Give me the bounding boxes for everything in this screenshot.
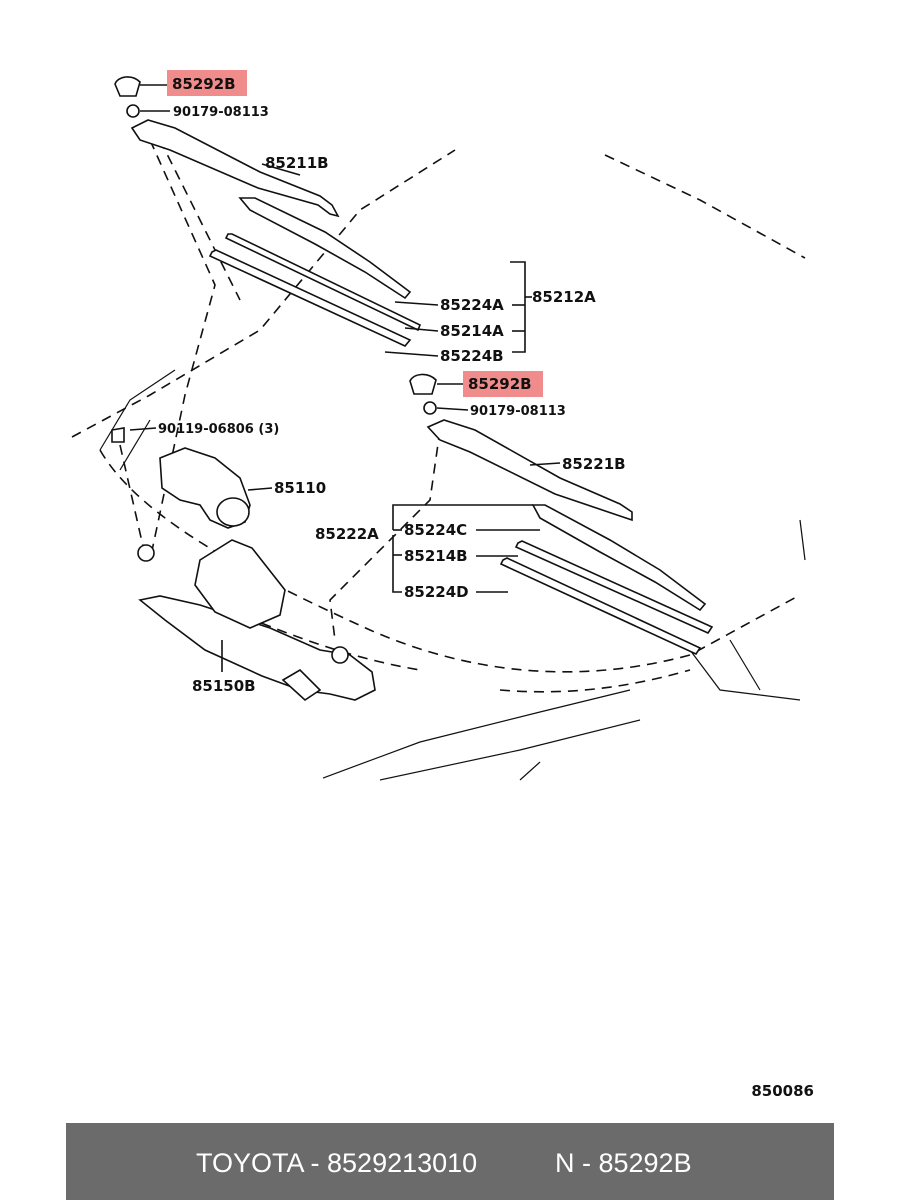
rubber-left-2	[208, 249, 412, 347]
label-cap-top: 85292B	[172, 75, 236, 93]
label-blade-left-asm: 85212A	[532, 288, 596, 306]
linkage-foot	[281, 668, 322, 702]
label-bolt: 90119-06806 (3)	[158, 422, 279, 437]
label-motor: 85110	[274, 479, 326, 497]
rubber-right-2	[499, 557, 702, 656]
footer-n-part: N - 85292B	[555, 1148, 692, 1178]
label-left-part-a: 85224A	[440, 296, 504, 314]
motor-linkage-group	[111, 427, 376, 702]
label-cap-right: 85292B	[468, 375, 532, 393]
label-arm-right: 85221B	[562, 455, 626, 473]
cap-left	[114, 76, 141, 97]
label-left-part-b: 85214A	[440, 322, 504, 340]
nut-left	[126, 104, 140, 118]
label-right-part-c: 85224D	[404, 583, 469, 601]
bolt	[111, 427, 125, 443]
pivot-left	[137, 544, 155, 562]
body-outline	[71, 149, 806, 781]
blade-right	[531, 504, 707, 612]
highlight-cap-top	[167, 70, 247, 96]
label-right-part-a: 85224C	[404, 521, 467, 539]
right-wiper-group	[409, 373, 714, 656]
cap-right	[409, 373, 437, 395]
motor-end	[216, 497, 250, 527]
label-nut-top: 90179-08113	[173, 105, 269, 120]
label-left-part-c: 85224B	[440, 347, 504, 365]
arm-left	[130, 119, 340, 218]
pivot-right	[331, 646, 349, 664]
rubber-right-1	[514, 540, 714, 635]
parts-diagram: 85292B 90179-08113 85211B 85212A 85224A …	[71, 70, 806, 781]
label-right-part-b: 85214B	[404, 547, 468, 565]
blade-left	[238, 197, 412, 300]
footer-brand-part: TOYOTA - 8529213010	[196, 1148, 478, 1178]
footer-bar: TOYOTA - 8529213010 N - 85292B	[66, 1123, 834, 1200]
rubber-left-1	[224, 233, 422, 332]
label-linkage: 85150B	[192, 677, 256, 695]
label-blade-right-asm: 85222A	[315, 525, 379, 543]
label-nut-right: 90179-08113	[470, 404, 566, 419]
left-wiper-group	[114, 76, 422, 347]
label-leaders	[129, 84, 561, 672]
diagram-code: 850086	[751, 1082, 814, 1100]
arm-right	[426, 419, 633, 522]
nut-right	[423, 401, 437, 415]
linkage-bracket	[194, 539, 286, 629]
highlight-cap-right	[463, 371, 543, 397]
label-arm-left: 85211B	[265, 154, 329, 172]
